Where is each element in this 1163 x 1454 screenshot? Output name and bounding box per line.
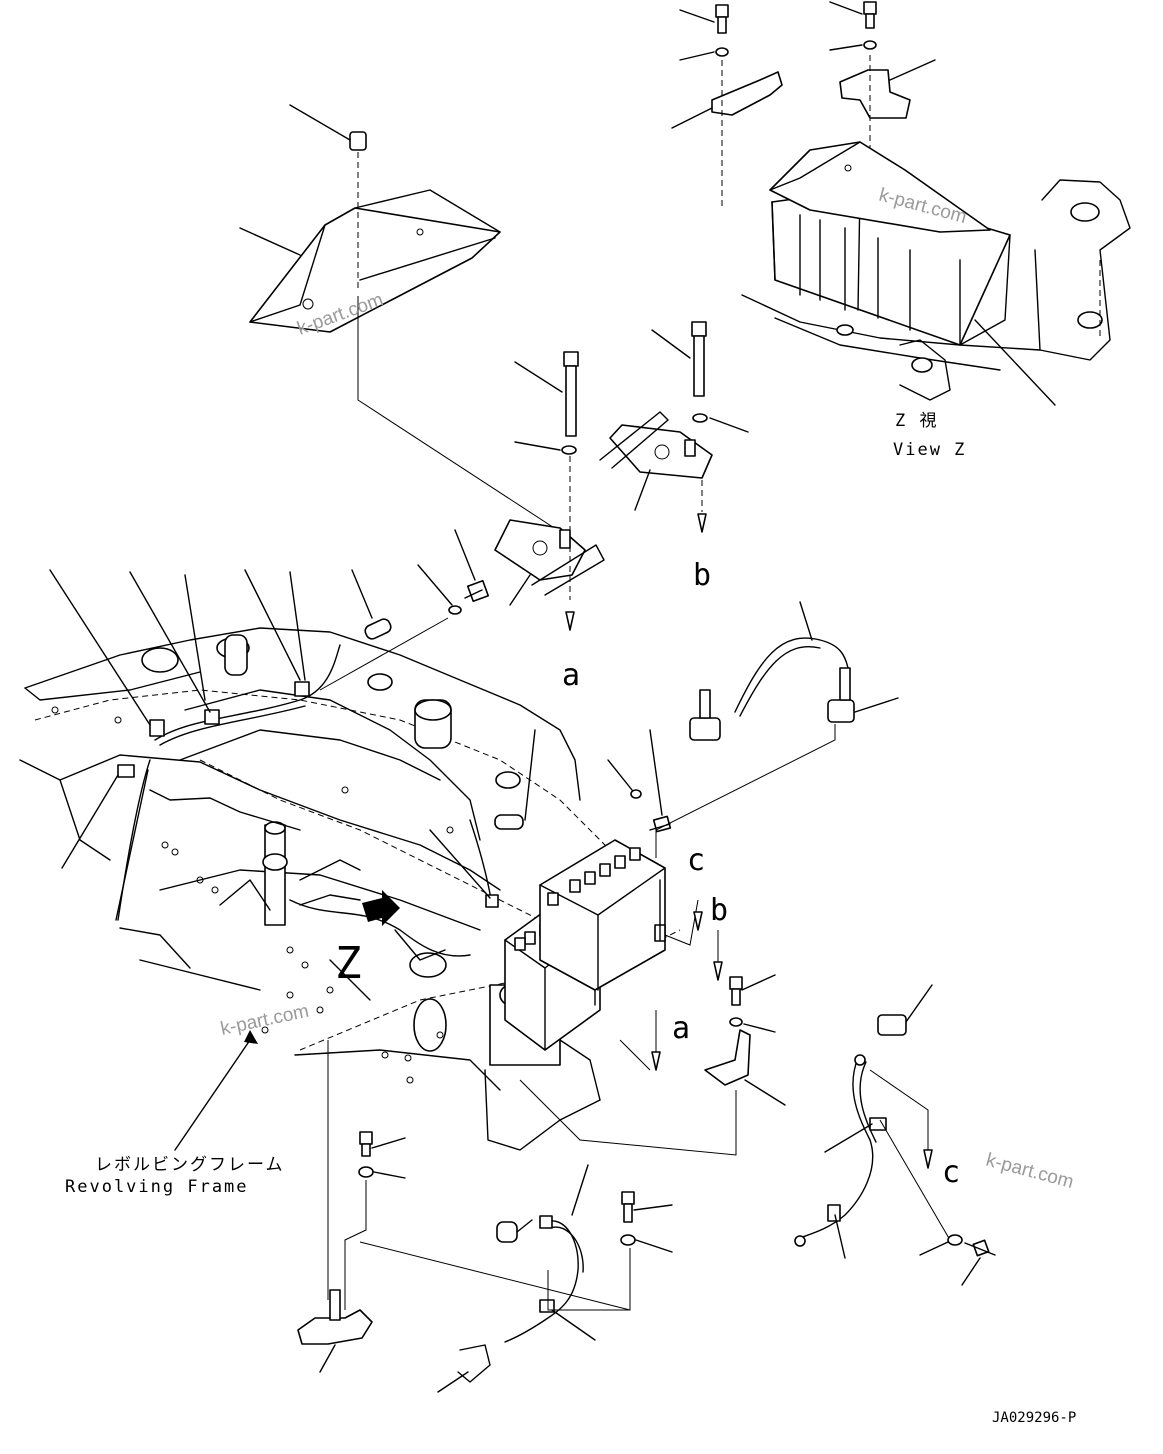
long-bolt-right xyxy=(651,321,749,433)
leader-c-mid xyxy=(664,899,699,946)
bottom-cable xyxy=(437,1164,596,1393)
label-b-top: b xyxy=(693,558,711,593)
right-bracket xyxy=(519,974,786,1156)
cable-terminal-top xyxy=(351,569,392,640)
drawing-code: JA029296-P xyxy=(992,1410,1076,1426)
battery-right xyxy=(539,839,666,991)
bottom-bolt-right xyxy=(547,1191,673,1311)
label-c-right: c xyxy=(942,1155,960,1190)
battery-clamp-right xyxy=(599,411,713,533)
frame-callout-jp: レボルビングフレーム xyxy=(95,1155,285,1175)
cover-clip xyxy=(289,104,367,292)
leader-cover xyxy=(357,296,566,536)
view-z-arrow: Z xyxy=(329,890,400,1001)
frame-callout-en: Revolving Frame xyxy=(65,1177,249,1197)
view-z-battery-box xyxy=(769,141,1056,406)
view-z-title-en: View Z xyxy=(893,440,966,460)
battery-cable-right xyxy=(794,984,996,1286)
label-z: Z xyxy=(335,938,362,989)
bottom-bracket-left xyxy=(297,1040,631,1373)
frame-harness xyxy=(117,644,524,957)
label-b-mid: b xyxy=(710,893,728,928)
battery-cover xyxy=(239,189,501,333)
label-a-mid: a xyxy=(672,1011,690,1046)
view-z-title-jp: Z 視 xyxy=(895,411,938,431)
label-c-mid: c xyxy=(687,843,705,878)
battery-clamp-left xyxy=(494,456,605,631)
watermark-3: k-part.com xyxy=(219,1001,311,1040)
battery-cable-upper xyxy=(655,601,899,858)
label-a-top: a xyxy=(562,658,580,693)
frame-callout-leader xyxy=(174,1039,251,1151)
long-bolt-left xyxy=(514,351,579,455)
mid-bolt xyxy=(607,729,672,833)
view-z-bolt-b xyxy=(829,1,877,51)
ground-bolt xyxy=(319,529,490,691)
frame-leaders xyxy=(49,569,536,921)
view-z-bracket-a xyxy=(671,60,783,210)
view-z-bolt-a xyxy=(679,4,729,61)
watermark-4: k-part.com xyxy=(984,1150,1076,1194)
view-z-frame xyxy=(741,179,1131,401)
